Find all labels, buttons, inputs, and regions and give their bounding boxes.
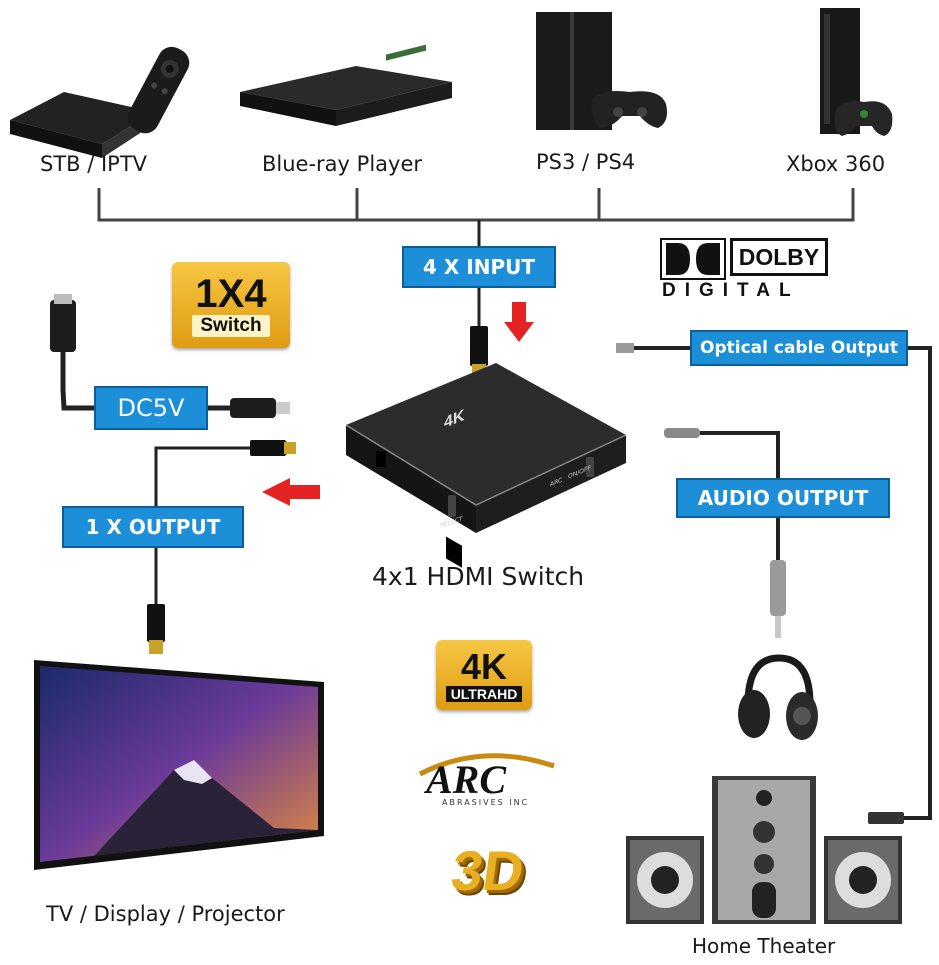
switch-badge: 1X4 Switch xyxy=(172,262,290,348)
input-label-box: 4 X INPUT xyxy=(402,246,556,288)
home-theater-image xyxy=(626,770,902,926)
switch-badge-top: 1X4 xyxy=(195,272,267,316)
label-home-theater: Home Theater xyxy=(692,934,836,958)
ultrahd-bottom: ULTRAHD xyxy=(445,686,523,702)
arc-logo: ARC ABRASIVES INC xyxy=(412,748,562,808)
ultrahd-badge: 4K ULTRAHD xyxy=(436,640,532,710)
hdmi-switch-device: 4K SELECT ARC ON/OFF xyxy=(336,355,636,568)
audio-label-box: AUDIO OUTPUT xyxy=(676,478,890,518)
arc-sub: ABRASIVES INC xyxy=(442,798,530,807)
output-label-box: 1 X OUTPUT xyxy=(62,506,244,548)
arc-word: ARC xyxy=(426,757,507,802)
label-tv: TV / Display / Projector xyxy=(46,902,285,926)
ultrahd-top: 4K xyxy=(460,646,508,687)
headphones-image xyxy=(736,652,822,744)
label-ps: PS3 / PS4 xyxy=(536,150,636,174)
arrow-down-icon xyxy=(504,302,534,342)
switch-badge-bottom: Switch xyxy=(192,315,270,337)
dolby-logo: DOLBY DIGITAL xyxy=(660,238,830,304)
arrow-left-icon xyxy=(262,478,320,506)
device-caption: 4x1 HDMI Switch xyxy=(372,562,585,591)
optical-label-box: Optical cable Output xyxy=(690,330,908,366)
dolby-word: DOLBY xyxy=(730,238,828,276)
xbox-device-image xyxy=(814,6,894,142)
dc-label-box: DC5V xyxy=(94,386,208,430)
tv-image xyxy=(34,660,324,874)
label-xbox: Xbox 360 xyxy=(786,152,886,176)
stb-device-image xyxy=(4,40,204,158)
dolby-sub: DIGITAL xyxy=(662,280,800,301)
label-bluray: Blue-ray Player xyxy=(262,152,423,176)
three-d-logo: 3D xyxy=(447,839,529,902)
bluray-device-image xyxy=(236,44,456,132)
ps-device-image xyxy=(530,8,670,136)
label-stb: STB / IPTV xyxy=(40,152,148,176)
